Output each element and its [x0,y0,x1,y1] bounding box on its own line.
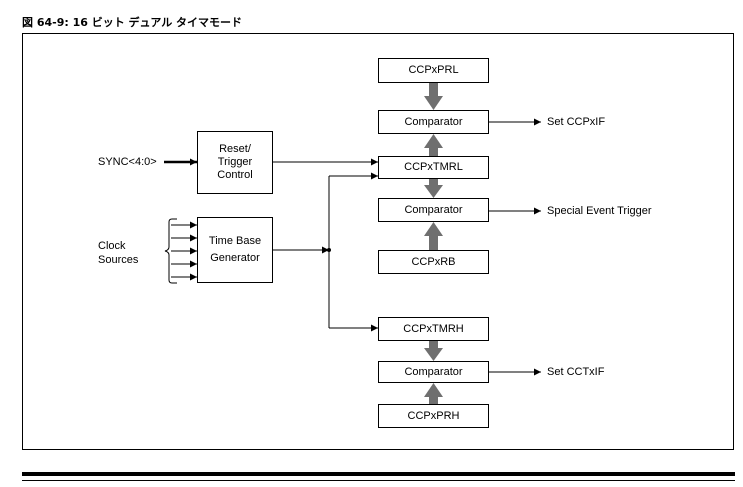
reset-trigger-control-block: Reset/ Trigger Control [197,131,273,194]
footer-rule-thick [22,472,735,476]
comparator-mid-block: Comparator [378,198,489,222]
set-cctxif-label: Set CCTxIF [547,366,605,378]
special-event-trigger-label: Special Event Trigger [547,205,652,217]
figure-title: 図 64-9: 16 ビット デュアル タイマモード [22,16,243,29]
clock-sources-label-line2: Sources [98,254,139,266]
set-ccpxif-label: Set CCPxIF [547,116,606,128]
reset-trigger-line1: Reset/ [219,143,251,155]
sync-label: SYNC<4:0> [98,156,157,168]
ccpxprl-block: CCPxPRL [378,58,489,83]
junction-dot [327,248,331,252]
ccpxtmrl-block: CCPxTMRL [378,156,489,179]
reset-trigger-line2: Trigger [217,156,253,168]
time-base-line1: Time Base [208,235,262,247]
ccpxtmrh-block: CCPxTMRH [378,317,489,341]
bus-arrows [424,83,443,404]
signal-lines [164,118,541,376]
footer-rule-thin [22,480,735,481]
clock-sources-label-line1: Clock [98,240,126,252]
comparator-bot-block: Comparator [378,361,489,383]
time-base-generator-block: Time Base Generator [197,217,273,283]
time-base-line2: Generator [210,252,260,264]
ccpxprh-block: CCPxPRH [378,404,489,428]
diagram-frame [22,33,734,450]
reset-trigger-line3: Control [217,169,253,181]
comparator-top-block: Comparator [378,110,489,134]
ccpxrb-block: CCPxRB [378,250,489,274]
